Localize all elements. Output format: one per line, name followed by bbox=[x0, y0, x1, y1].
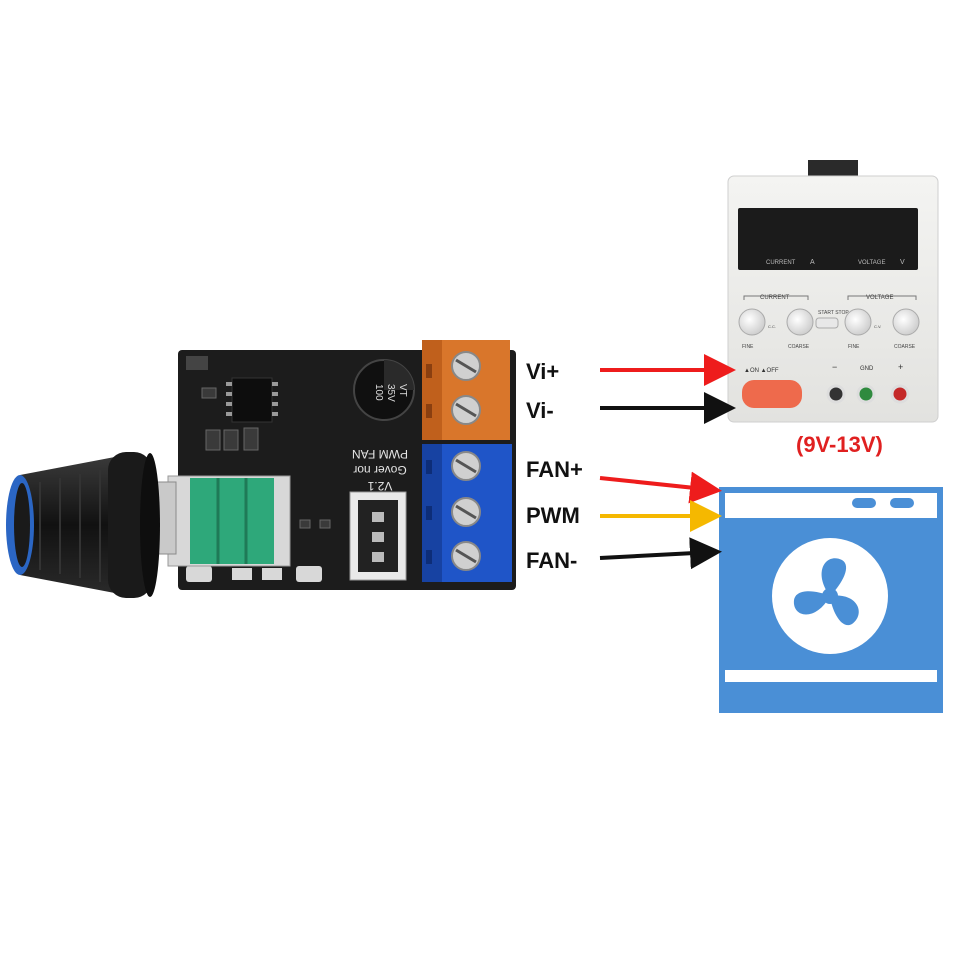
power-terminal-block bbox=[422, 340, 510, 440]
current-fine-knob bbox=[738, 308, 766, 336]
capacitor-text-2: 35V bbox=[385, 384, 396, 402]
plus-terminal-label: + bbox=[898, 362, 903, 372]
fan-minus-wire bbox=[599, 537, 722, 570]
wires bbox=[599, 354, 736, 570]
fan-icon bbox=[719, 487, 943, 713]
voltage-group-label: VOLTAGE bbox=[866, 295, 893, 301]
vi-minus-label: Vi- bbox=[526, 398, 554, 423]
ground-terminal bbox=[856, 384, 876, 404]
voltage-coarse-label: COARSE bbox=[894, 344, 916, 350]
fan-plus-label: FAN+ bbox=[526, 457, 583, 482]
positive-terminal bbox=[890, 384, 910, 404]
fan-plus-wire bbox=[599, 471, 722, 504]
potentiometer bbox=[149, 475, 291, 567]
negative-terminal bbox=[826, 384, 846, 404]
fan-terminal-block bbox=[422, 444, 512, 582]
silkscreen-line-2: Gover nor bbox=[353, 463, 406, 477]
current-group-label: CURRENT bbox=[760, 295, 790, 301]
capacitor-text-1: 100 bbox=[373, 384, 384, 401]
current-fine-label: FINE bbox=[742, 344, 754, 350]
start-stop-button bbox=[815, 317, 839, 329]
ic-chip bbox=[231, 377, 273, 423]
cv-label: C.V. bbox=[874, 324, 881, 329]
bench-power-supply: CURRENT A VOLTAGE V CURRENT FINE COARSE … bbox=[727, 160, 939, 423]
voltage-coarse-knob bbox=[892, 308, 920, 336]
voltage-display-label: VOLTAGE bbox=[858, 260, 885, 266]
voltage-unit: V bbox=[900, 259, 905, 266]
fan-minus-label: FAN- bbox=[526, 548, 578, 573]
silkscreen: V2.1 Gover nor PWM FAN bbox=[352, 447, 408, 493]
silkscreen-line-3: V2.1 bbox=[367, 479, 392, 493]
voltage-fine-label: FINE bbox=[848, 344, 860, 350]
start-stop-label: START STOP bbox=[818, 310, 849, 316]
pwm-label: PWM bbox=[526, 503, 580, 528]
current-coarse-knob bbox=[786, 308, 814, 336]
silkscreen-line-1: PWM FAN bbox=[352, 447, 408, 461]
current-unit: A bbox=[810, 259, 815, 266]
capacitor: 100 35V VT bbox=[353, 359, 415, 421]
gnd-terminal-label: GND bbox=[860, 366, 874, 372]
vi-plus-label: Vi+ bbox=[526, 359, 560, 384]
on-off-label: ▲ON ▲OFF bbox=[744, 368, 779, 374]
power-button bbox=[742, 380, 802, 408]
capacitor-text-3: VT bbox=[397, 384, 408, 397]
cc-label: C.C. bbox=[768, 324, 776, 329]
voltage-fine-knob bbox=[844, 308, 872, 336]
minus-terminal-label: − bbox=[832, 362, 837, 372]
current-display-label: CURRENT bbox=[766, 260, 796, 266]
psu-display bbox=[738, 208, 918, 270]
current-coarse-label: COARSE bbox=[788, 344, 810, 350]
fan-header bbox=[349, 491, 407, 581]
knob bbox=[6, 452, 160, 598]
voltage-range-label: (9V-13V) bbox=[796, 432, 883, 457]
